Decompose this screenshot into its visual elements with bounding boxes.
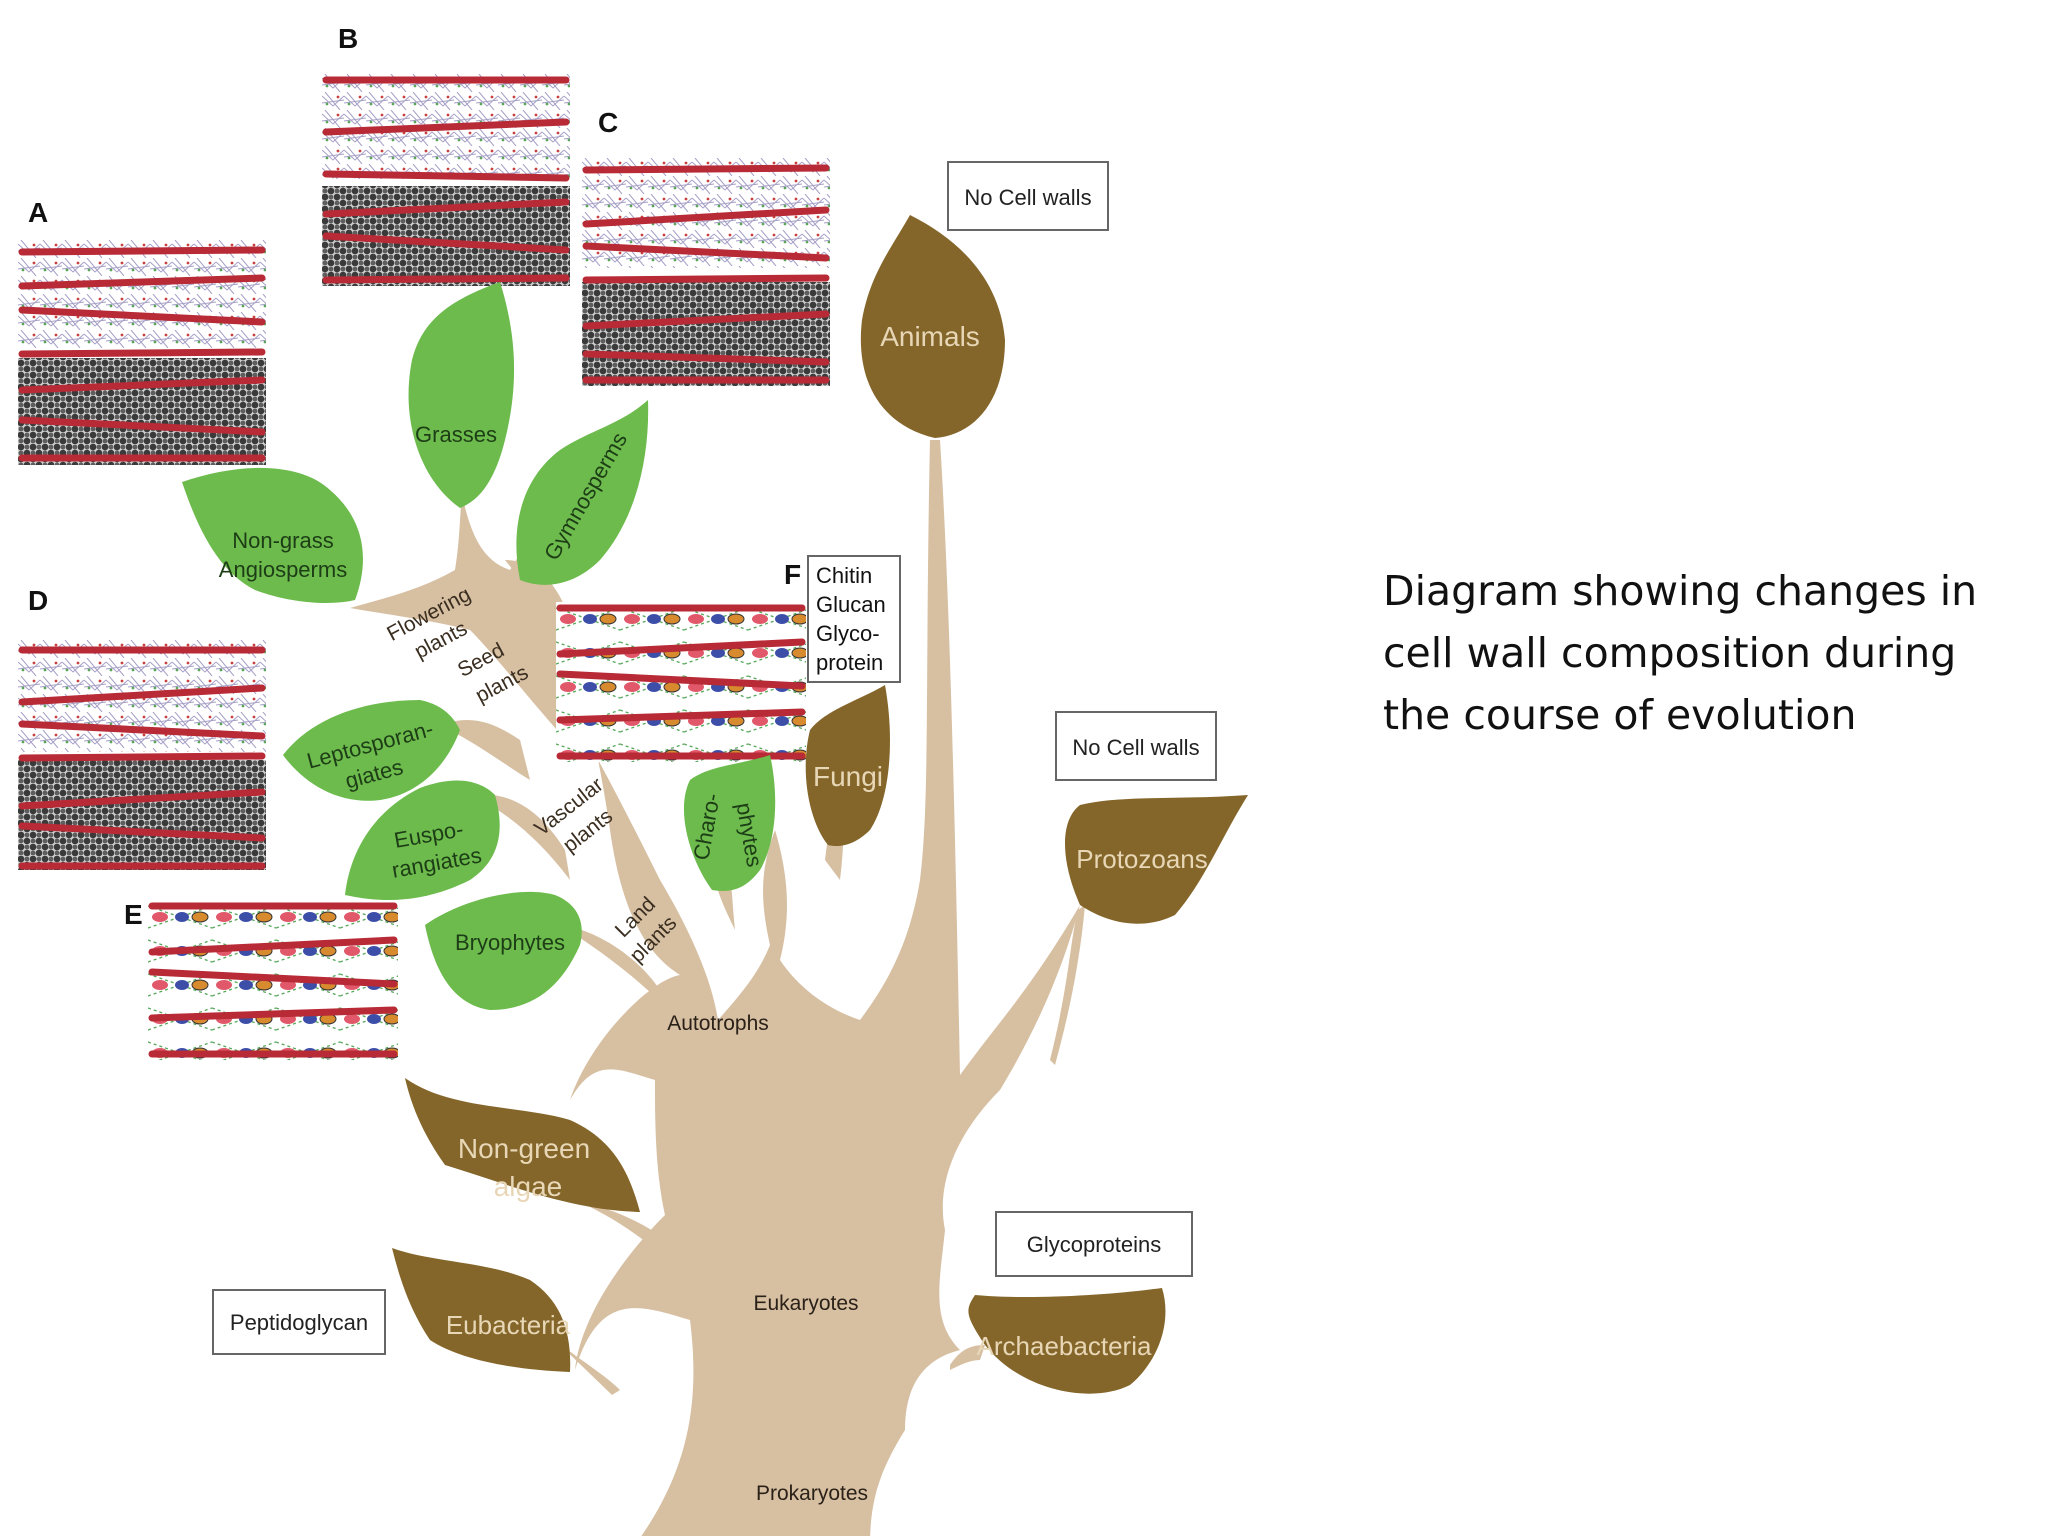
svg-text:No Cell walls: No Cell walls <box>1072 735 1199 760</box>
svg-text:No Cell walls: No Cell walls <box>964 185 1091 210</box>
svg-text:Protozoans: Protozoans <box>1076 844 1208 874</box>
panel-label-b: B <box>338 23 358 54</box>
svg-text:Grasses: Grasses <box>415 422 497 447</box>
svg-text:Animals: Animals <box>880 321 980 352</box>
leaf-animals: Animals <box>860 215 1005 438</box>
panel-label-a: A <box>28 197 48 228</box>
svg-text:Non-grass: Non-grass <box>232 528 333 553</box>
panel-e <box>148 900 398 1060</box>
svg-text:algae: algae <box>494 1171 563 1202</box>
panel-label-c: C <box>598 107 618 138</box>
caption-line-1: Diagram showing changes in <box>1383 567 1978 615</box>
panel-f <box>556 602 806 762</box>
branch-label-eukaryotes: Eukaryotes <box>753 1292 858 1315</box>
box-no-cell-walls-mid: No Cell walls <box>1055 711 1217 781</box>
caption-line-3: the course of evolution <box>1383 691 1857 739</box>
svg-text:Bryophytes: Bryophytes <box>455 930 565 955</box>
svg-text:protein: protein <box>816 650 883 675</box>
branch-label-prokaryotes: Prokaryotes <box>756 1482 868 1505</box>
panel-a <box>18 240 266 465</box>
leaf-fungi: Fungi <box>805 685 890 847</box>
svg-text:Chitin: Chitin <box>816 563 872 588</box>
svg-text:Glycoproteins: Glycoproteins <box>1027 1232 1162 1257</box>
branch-label-autotrophs: Autotrophs <box>667 1012 769 1035</box>
leaf-grasses: Grasses <box>408 282 515 508</box>
panel-label-d: D <box>28 585 48 616</box>
leaf-leptosporangiates: Leptosporan- giates <box>283 700 460 801</box>
panel-label-e: E <box>124 899 143 930</box>
svg-text:Glyco-: Glyco- <box>816 621 880 646</box>
panel-label-f: F <box>784 559 801 590</box>
box-glycoproteins: Glycoproteins <box>995 1211 1193 1277</box>
svg-text:Peptidoglycan: Peptidoglycan <box>230 1310 368 1335</box>
panel-b <box>322 74 570 286</box>
panel-d <box>18 640 266 870</box>
leaf-bryophytes: Bryophytes <box>425 891 582 1010</box>
leaf-eubacteria: Eubacteria <box>392 1248 571 1372</box>
diagram-caption: Diagram showing changes in cell wall com… <box>1383 560 2003 746</box>
box-no-cell-walls-top: No Cell walls <box>947 161 1109 231</box>
leaf-non-grass-angiosperms: Non-grass Angiosperms <box>182 467 363 603</box>
svg-text:Glucan: Glucan <box>816 592 886 617</box>
svg-text:Angiosperms: Angiosperms <box>219 557 347 582</box>
leaf-gymnosperms: Gymnosperms <box>516 400 649 585</box>
panel-c <box>582 158 830 386</box>
svg-text:Non-green: Non-green <box>458 1133 590 1164</box>
box-peptidoglycan: Peptidoglycan <box>212 1289 386 1355</box>
caption-line-2: cell wall composition during <box>1383 629 1957 677</box>
svg-text:Archaebacteria: Archaebacteria <box>977 1331 1152 1361</box>
leaf-non-green-algae: Non-green algae <box>405 1078 640 1212</box>
leaf-archaebacteria: Archaebacteria <box>968 1288 1166 1394</box>
leaf-eusporangiates: Euspo- rangiates <box>345 780 500 900</box>
svg-text:Eubacteria: Eubacteria <box>446 1310 571 1340</box>
leaf-protozoans: Protozoans <box>1065 795 1248 924</box>
box-fungi-wall-components: Chitin Glucan Glyco- protein <box>807 555 901 683</box>
leaf-charophytes: Charo- phytes <box>683 755 776 891</box>
svg-text:Fungi: Fungi <box>813 761 883 792</box>
